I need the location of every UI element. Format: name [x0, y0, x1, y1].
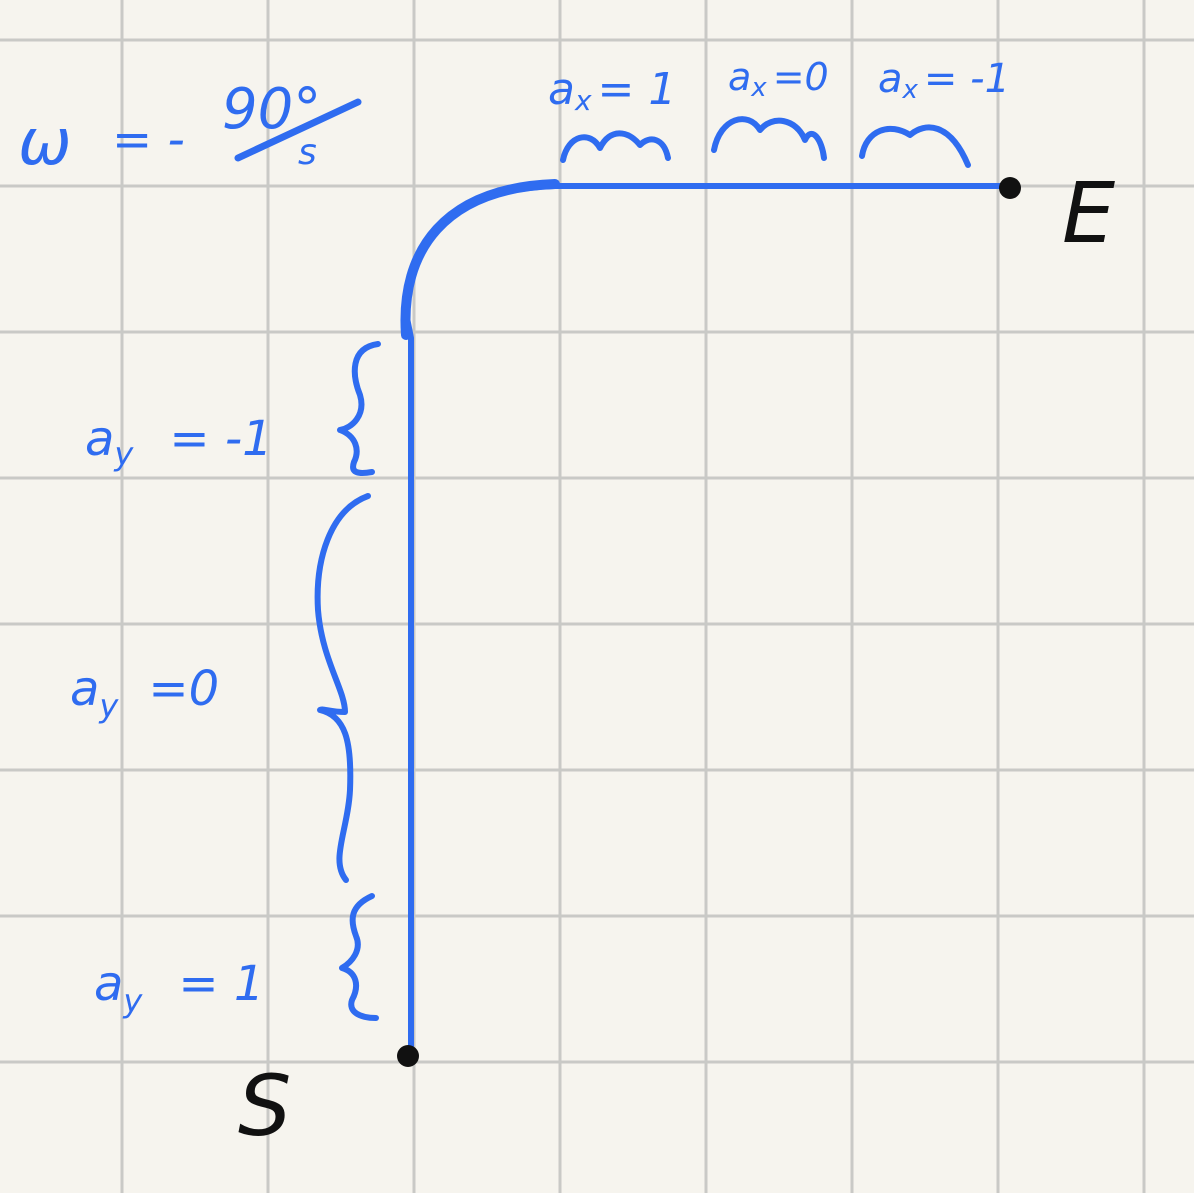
brace-ay-2 [314, 493, 371, 883]
y-braces [314, 341, 381, 1021]
ax-label-1: ax= 1 [548, 64, 676, 117]
omega-symbol: ω [18, 106, 72, 180]
y-acceleration-labels: ay= -1 ay=0 ay= 1 [70, 411, 273, 1020]
x-braces [560, 116, 971, 168]
ay-label-2: ay=0 [70, 661, 219, 725]
end-label: E [1062, 164, 1115, 262]
ax-label-3: ax= -1 [878, 56, 1010, 105]
path-corner-stroke [400, 179, 560, 340]
brace-ax-2 [711, 116, 827, 161]
omega-denominator: s [298, 132, 317, 173]
brace-ax-3 [859, 124, 971, 168]
end-point-dot [999, 177, 1021, 199]
brace-ay-1 [337, 341, 381, 476]
brace-ax-1 [560, 130, 671, 163]
x-acceleration-labels: ax= 1 ax=0 ax= -1 [548, 55, 1010, 117]
omega-equals: = - [112, 112, 185, 168]
start-point-dot [397, 1045, 419, 1067]
omega-annotation: ω = - 90° s [18, 77, 362, 180]
start-label: S [238, 1057, 291, 1155]
ay-label-1: ay= -1 [85, 411, 273, 473]
ax-label-2: ax=0 [728, 55, 829, 103]
brace-ay-3 [339, 893, 379, 1021]
robot-path [403, 183, 1013, 1060]
omega-numerator: 90° [222, 77, 321, 142]
ay-label-3: ay= 1 [94, 956, 264, 1020]
fraction-bar [234, 98, 362, 162]
